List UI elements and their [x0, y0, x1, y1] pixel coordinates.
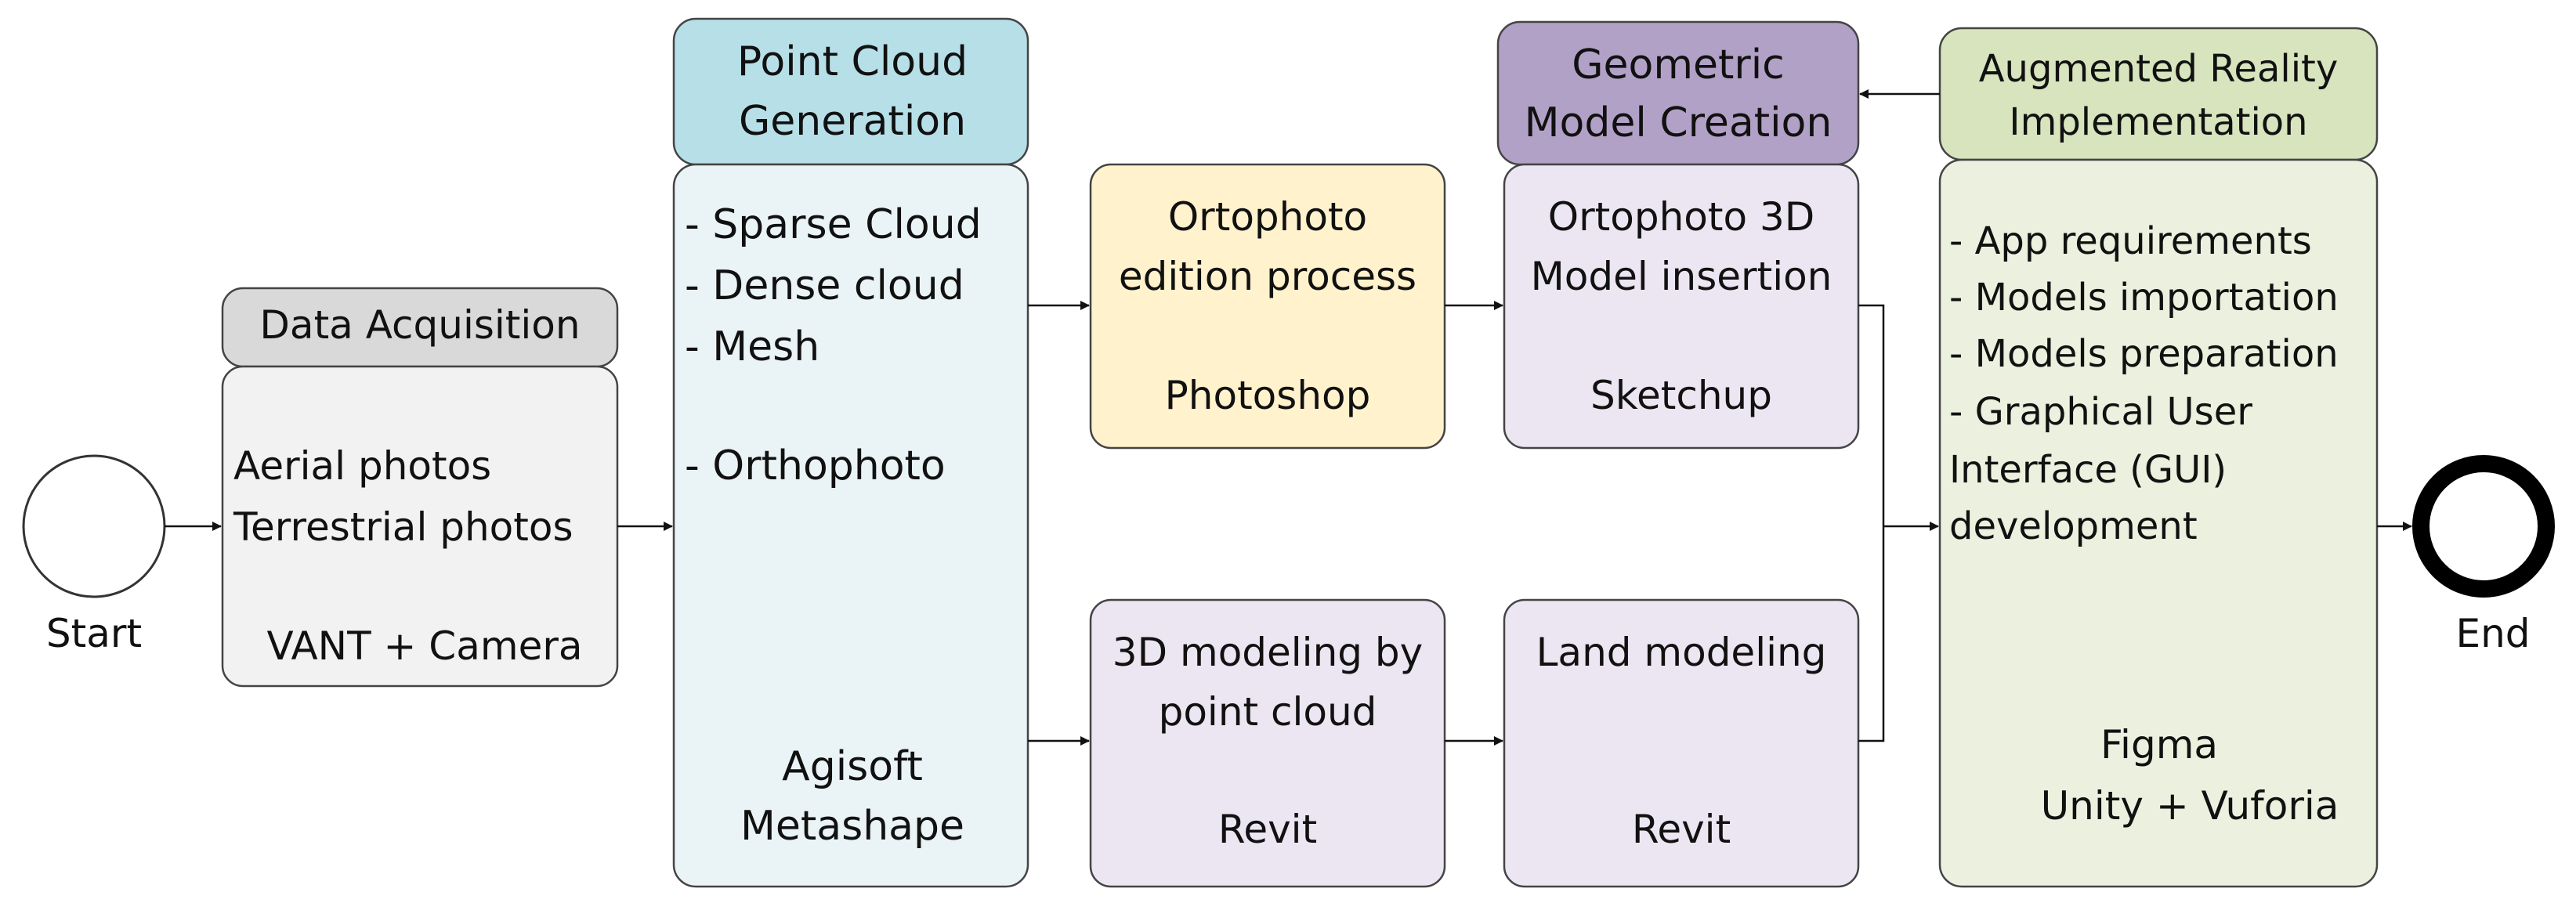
point-cloud-item: - Orthophoto — [685, 442, 946, 489]
augmented-reality-box — [1938, 158, 2379, 888]
point-cloud-tool: Metashape — [740, 803, 964, 850]
ortophoto-edition-line: Ortophoto — [1168, 194, 1367, 240]
data-acquisition-line: Terrestrial photos — [233, 504, 573, 550]
data-acquisition-tool: VANT + Camera — [266, 623, 582, 669]
augmented-reality-item: development — [1949, 504, 2198, 548]
augmented-reality-tool: Unity + Vuforia — [2041, 783, 2339, 829]
point-cloud-item: - Sparse Cloud — [685, 201, 982, 248]
ortophoto-3d-tool: Sketchup — [1590, 373, 1772, 418]
start-label: Start — [46, 611, 142, 656]
augmented-reality-title: Augmented Reality — [1979, 47, 2339, 91]
augmented-reality-item: - Models preparation — [1949, 332, 2339, 376]
augmented-reality-item: - App requirements — [1949, 219, 2312, 263]
connector-ortophoto-3d-to-merge — [1858, 304, 1885, 742]
land-modeling-box — [1503, 598, 1860, 888]
ortophoto-3d-line: Ortophoto 3D — [1548, 194, 1815, 240]
geometric-model-title: Geometric — [1572, 42, 1785, 88]
point-cloud-item: - Mesh — [685, 323, 819, 370]
point-cloud-box — [672, 163, 1029, 888]
augmented-reality-item: - Graphical User — [1949, 390, 2252, 434]
point-cloud-item: - Dense cloud — [685, 262, 964, 309]
modeling-point-cloud-box — [1089, 598, 1446, 888]
end-label: End — [2455, 611, 2530, 656]
start-node — [22, 454, 166, 598]
modeling-point-cloud-line: 3D modeling by — [1113, 630, 1423, 675]
augmented-reality-tool: Figma — [2100, 722, 2218, 768]
land-modeling-line: Land modeling — [1536, 630, 1827, 675]
ortophoto-edition-line: edition process — [1119, 254, 1416, 299]
point-cloud-tool: Agisoft — [782, 743, 923, 790]
end-node — [2412, 455, 2555, 598]
modeling-point-cloud-line: point cloud — [1159, 689, 1377, 735]
augmented-reality-item: Interface (GUI) — [1949, 448, 2227, 492]
point-cloud-title: Generation — [739, 98, 966, 145]
geometric-model-title: Model Creation — [1525, 99, 1833, 146]
modeling-point-cloud-tool: Revit — [1218, 807, 1317, 852]
land-modeling-tool: Revit — [1632, 807, 1731, 852]
point-cloud-title: Point Cloud — [737, 38, 968, 85]
ortophoto-3d-line: Model insertion — [1531, 254, 1833, 299]
ortophoto-edition-tool: Photoshop — [1165, 373, 1371, 418]
augmented-reality-item: - Models importation — [1949, 276, 2339, 320]
augmented-reality-title: Implementation — [2009, 100, 2307, 144]
data-acquisition-title: Data Acquisition — [259, 302, 580, 348]
data-acquisition-line: Aerial photos — [233, 443, 491, 489]
